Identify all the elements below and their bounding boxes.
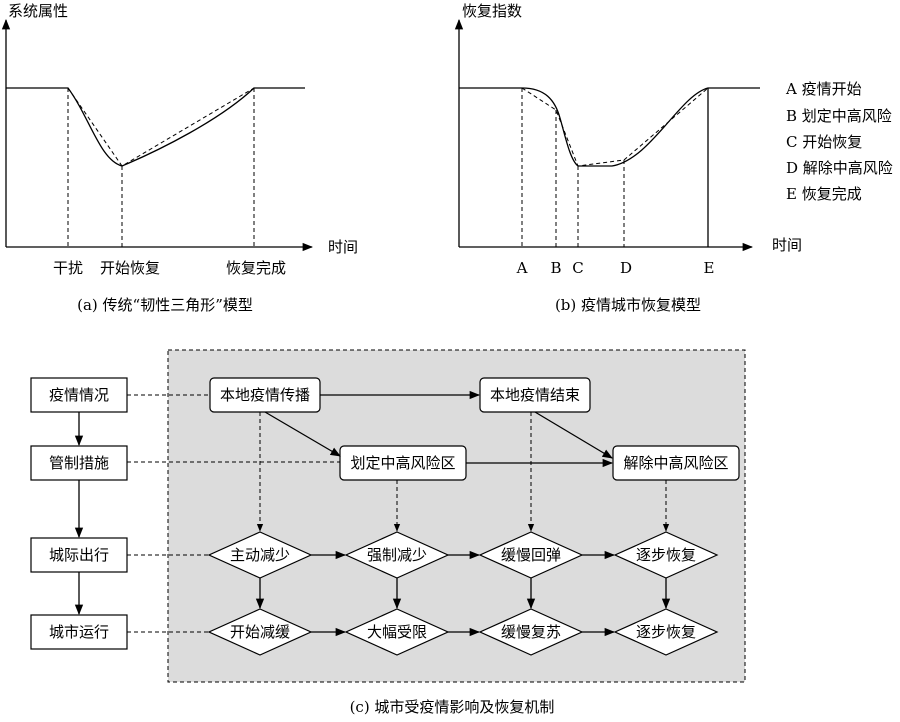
panel-c-mechanism: 疫情情况 管制措施 城际出行 城市运行 本地疫情传播 本地疫情结束 划定中高风险…: [30, 349, 746, 716]
legend-item-d: D 解除中高风险: [786, 159, 893, 177]
panel-b-tick-b: B: [550, 259, 561, 277]
diamond-travel-active-reduce-label: 主动减少: [230, 546, 290, 564]
panel-b-y-axis-label: 恢复指数: [462, 2, 522, 20]
panel-b-caption: (b) 疫情城市恢复模型: [555, 296, 701, 314]
panel-b-tick-a: A: [516, 259, 528, 277]
panel-c-caption: (c) 城市受疫情影响及恢复机制: [350, 698, 555, 716]
box-control-measures-label: 管制措施: [49, 454, 109, 472]
diamond-travel-gradual-recover-label: 逐步恢复: [636, 546, 696, 564]
legend-item-e: E 恢复完成: [786, 185, 862, 203]
box-epidemic-status: [30, 377, 128, 413]
panel-b-legend: A 疫情开始 B 划定中高风险 C 开始恢复 D 解除中高风险 E 恢复完成: [785, 80, 893, 203]
panel-b-x-axis-label: 时间: [772, 236, 802, 254]
legend-item-b: B 划定中高风险: [786, 107, 892, 125]
box-designate-risk-label: 划定中高风险区: [350, 454, 455, 472]
panel-a-resilience-triangle: 系统属性 时间 干扰 开始恢复 恢复完成 (a) 传统“韧性三角形”模型: [1, 2, 358, 314]
diamond-op-start-slow-label: 开始减缓: [230, 623, 290, 641]
box-lift-risk-label: 解除中高风险区: [623, 454, 728, 472]
panel-a-caption: (a) 传统“韧性三角形”模型: [77, 296, 253, 314]
panel-b-tick-d: D: [620, 259, 632, 277]
panel-b-epidemic-recovery: 恢复指数 时间 A B C D E A 疫情开始 B 划定中高风险 C 开始恢复…: [454, 2, 893, 314]
arrow-end-to-lift: [534, 411, 613, 459]
box-intercity-travel-label: 城际出行: [49, 546, 109, 564]
box-city-operation-label: 城市运行: [49, 623, 109, 641]
panel-a-triangle-dashed: [67, 87, 255, 167]
panel-a-y-axis-label: 系统属性: [8, 2, 68, 20]
panel-b-dashed-approximation: [521, 87, 709, 167]
box-local-spread-label: 本地疫情传播: [220, 386, 310, 404]
diamond-op-heavily-limited-label: 大幅受限: [367, 623, 427, 641]
diamond-op-gradual-recover: [613, 608, 719, 656]
diamond-op-slow-revival-label: 缓慢复苏: [501, 623, 561, 641]
legend-item-a: A 疫情开始: [785, 80, 862, 98]
diamond-travel-slow-rebound-label: 缓慢回弹: [501, 546, 561, 564]
panel-a-tick-disturb: 干扰: [53, 259, 83, 277]
diamond-op-slow-revival: [478, 608, 584, 656]
legend-item-c: C 开始恢复: [786, 133, 862, 151]
panel-b-tick-c: C: [572, 259, 583, 277]
panel-a-tick-recovery-done: 恢复完成: [226, 259, 286, 277]
panel-b-tick-e: E: [704, 259, 715, 277]
diamond-op-start-slow: [207, 608, 313, 656]
box-epidemic-status-label: 疫情情况: [49, 386, 109, 404]
diamond-travel-forced-reduce-label: 强制减少: [367, 546, 427, 564]
panel-a-tick-start-recovery: 开始恢复: [100, 259, 160, 277]
arrow-spread-to-designate: [264, 411, 341, 457]
box-local-end-label: 本地疫情结束: [490, 386, 580, 404]
panel-b-recovery-curve: [459, 87, 760, 167]
panel-a-x-axis-label: 时间: [328, 238, 358, 256]
panel-a-system-curve: [6, 87, 305, 167]
diamond-op-heavily-limited: [344, 608, 450, 656]
diamond-op-gradual-recover-label: 逐步恢复: [636, 623, 696, 641]
